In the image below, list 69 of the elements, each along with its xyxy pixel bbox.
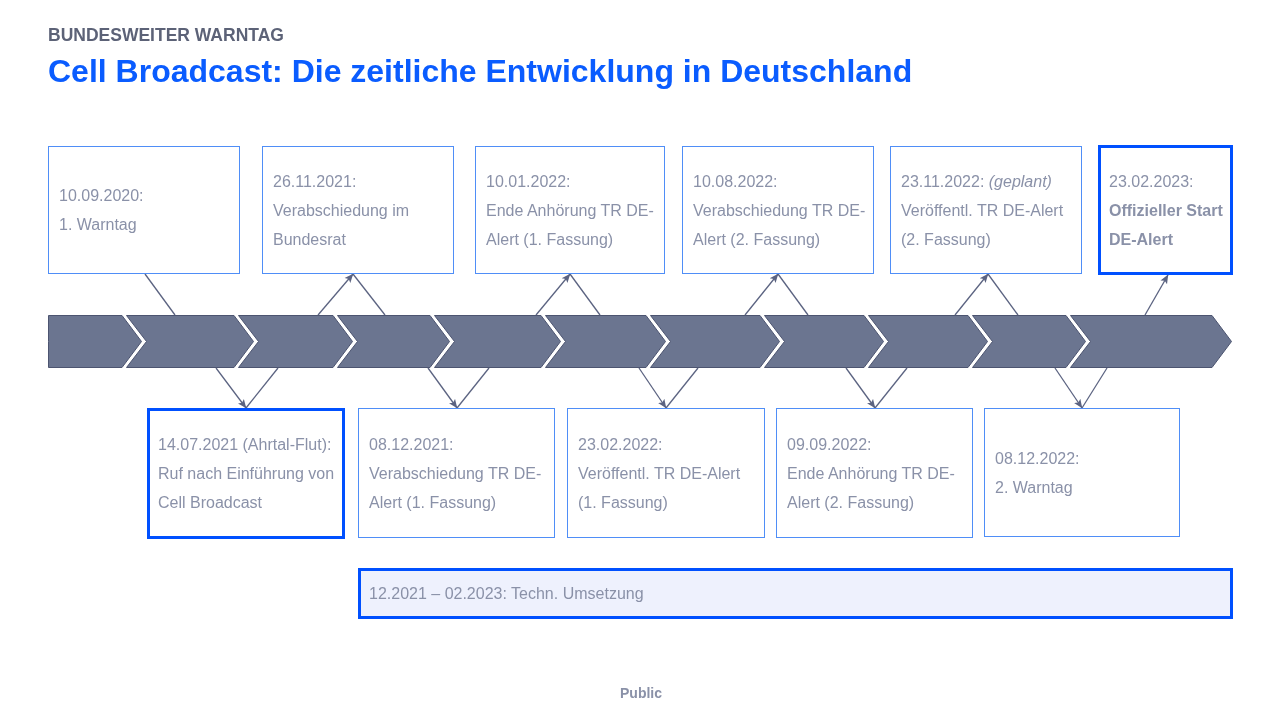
- event-date: 23.11.2022: (geplant): [901, 171, 1052, 192]
- connector-line: [352, 273, 386, 316]
- connector-line: [144, 273, 176, 316]
- connector-line: [987, 273, 1019, 316]
- event-date: 23.02.2022:: [578, 434, 663, 455]
- period-bar: [358, 568, 1233, 619]
- event-description: Ende Anhörung TR DE-Alert (2. Fassung): [787, 463, 956, 513]
- timeline-segment: [545, 315, 666, 368]
- timeline-segment: [48, 315, 142, 368]
- event-date: 10.01.2022:: [486, 171, 571, 192]
- slide-title: Cell Broadcast: Die zeitliche Entwicklung in Deutschland: [48, 52, 913, 90]
- arrow: [535, 273, 571, 316]
- event-date: 08.12.2021:: [369, 434, 454, 455]
- event-box: [567, 408, 765, 538]
- connector-line: [874, 367, 908, 409]
- connector-line: [777, 273, 809, 316]
- event-box: [358, 408, 555, 538]
- event-date: 10.09.2020:: [59, 186, 144, 206]
- connector-line: [456, 367, 490, 409]
- timeline-segment: [434, 315, 561, 368]
- arrow: [638, 367, 667, 409]
- event-box: [776, 408, 973, 538]
- event-box: [984, 408, 1180, 537]
- event-date: 08.12.2022:: [995, 448, 1080, 469]
- timeline-segment: [238, 315, 353, 368]
- connector-line: [1081, 367, 1108, 409]
- event-description: Veröffentl. TR DE-Alert (2. Fassung): [901, 200, 1065, 250]
- arrow: [427, 367, 458, 409]
- event-box: [1098, 145, 1233, 275]
- event-date: 09.09.2022:: [787, 434, 872, 455]
- arrow: [1144, 274, 1169, 316]
- connector-line: [569, 273, 601, 316]
- timeline-segment: [337, 315, 450, 368]
- arrow: [215, 367, 247, 409]
- timeline-segment: [764, 315, 884, 368]
- timeline-segment: [1070, 315, 1232, 368]
- event-date: 26.11.2021:: [273, 171, 357, 192]
- connector-line: [665, 367, 699, 409]
- event-description: Ruf nach Einführung von Cell Broadcast: [158, 464, 336, 513]
- event-date: 10.08.2022:: [693, 171, 778, 192]
- event-box: [48, 146, 240, 274]
- event-date: 14.07.2021 (Ahrtal-Flut):: [158, 435, 332, 455]
- event-description: 1. Warntag: [59, 215, 137, 235]
- event-date: 23.02.2023:: [1109, 171, 1194, 192]
- connector-line: [245, 367, 279, 409]
- event-description: Verabschiedung TR DE-Alert (1. Fassung): [369, 463, 543, 513]
- event-box: [890, 146, 1082, 274]
- timeline-segment: [126, 315, 254, 368]
- section-kicker: BUNDESWEITER WARNTAG: [48, 25, 284, 45]
- period-text: 12.2021 – 02.2023: Techn. Umsetzung: [369, 584, 644, 604]
- timeline-segment: [868, 315, 988, 368]
- arrow: [1054, 367, 1083, 409]
- event-description: Verabschiedung TR DE-Alert (2. Fassung): [693, 200, 867, 250]
- timeline-segment: [650, 315, 780, 368]
- event-box: [682, 146, 874, 274]
- event-box: [475, 146, 665, 274]
- event-description: Veröffentl. TR DE-Alert (1. Fassung): [578, 463, 742, 513]
- event-description: Verabschiedung im Bundesrat: [273, 200, 411, 250]
- event-box: [147, 408, 345, 539]
- event-description: Ende Anhörung TR DE-Alert (1. Fassung): [486, 200, 655, 250]
- arrow: [954, 273, 989, 316]
- arrow: [845, 367, 876, 409]
- timeline-segment: [972, 315, 1086, 368]
- classification-label: Public: [620, 685, 662, 702]
- event-description: 2. Warntag: [995, 477, 1073, 498]
- event-box: [262, 146, 454, 274]
- arrow: [317, 273, 354, 316]
- arrow: [744, 273, 779, 316]
- event-description: Offizieller Start DE-Alert: [1109, 200, 1224, 250]
